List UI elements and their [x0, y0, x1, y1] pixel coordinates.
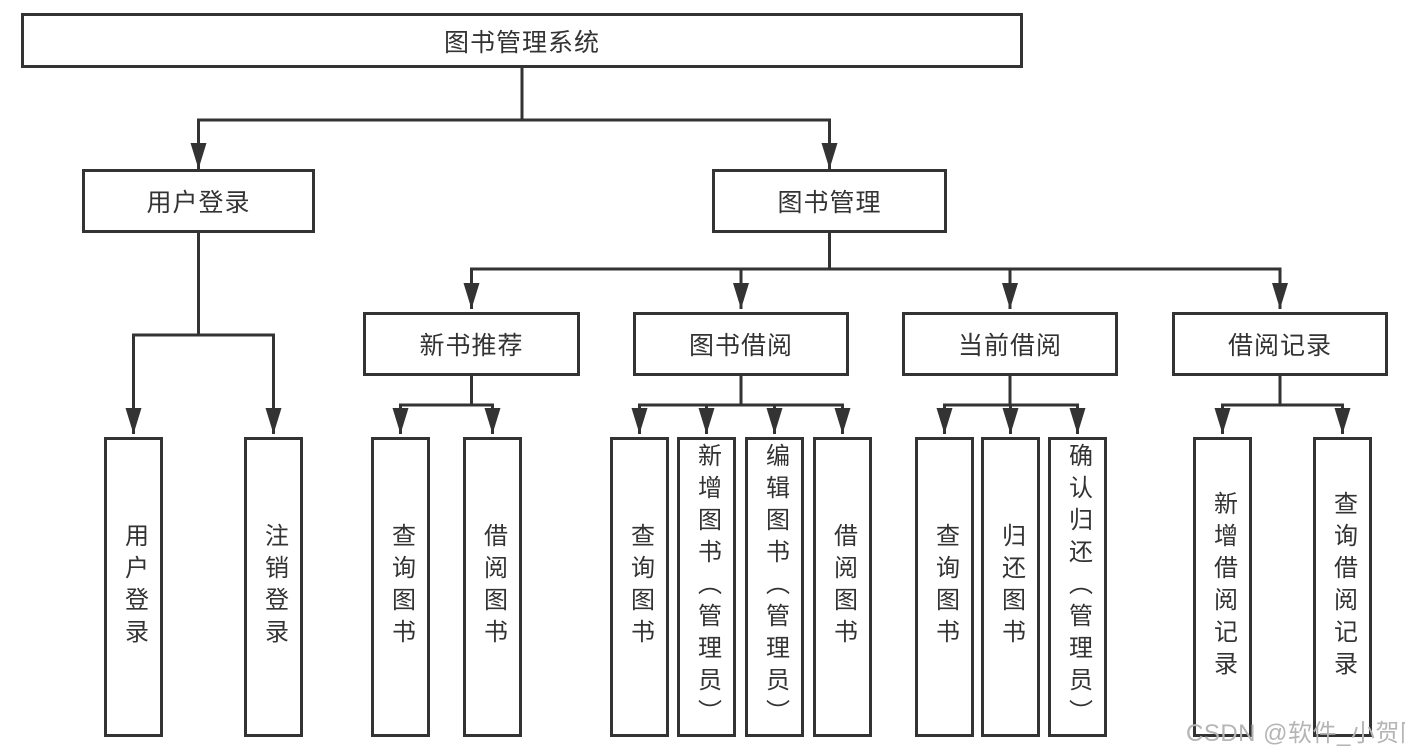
node-new-book-recommendation: 新书推荐: [363, 312, 580, 376]
node-label: 当前借阅: [957, 332, 1062, 360]
leaf-borrow-book: 借阅图书: [813, 437, 872, 737]
node-book-borrowing: 图书借阅: [633, 312, 849, 376]
node-label: 注销登录: [260, 523, 288, 651]
leaf-confirm-return-admin: 确认归还（管理员）: [1048, 437, 1107, 737]
leaf-add-borrow-record: 新增借阅记录: [1193, 437, 1252, 737]
node-label: 借阅图书: [479, 523, 507, 651]
branch-arrows: [125, 120, 1351, 434]
node-label: 确认归还（管理员）: [1064, 443, 1092, 731]
node-book-management: 图书管理: [712, 169, 947, 233]
leaf-user-login: 用户登录: [104, 437, 163, 737]
node-label: 查询图书: [626, 523, 654, 651]
node-label: 查询图书: [387, 523, 415, 651]
leaf-add-book-admin: 新增图书（管理员）: [677, 437, 736, 737]
node-label: 新增借阅记录: [1209, 491, 1237, 683]
leaf-query-books-current: 查询图书: [915, 437, 974, 737]
node-current-borrowing: 当前借阅: [902, 312, 1118, 376]
branch-trunks: [132, 66, 1344, 407]
node-label: 图书管理: [777, 189, 882, 217]
node-label: 用户登录: [120, 523, 148, 651]
node-user-login: 用户登录: [82, 169, 315, 233]
node-label: 图书借阅: [688, 332, 793, 360]
node-label: 归还图书: [997, 523, 1025, 651]
leaf-query-books-borrow: 查询图书: [610, 437, 669, 737]
leaf-borrow-book-recommend: 借阅图书: [463, 437, 522, 737]
node-label: 借阅记录: [1227, 332, 1332, 360]
node-label: 新增图书（管理员）: [693, 443, 721, 731]
node-library-system: 图书管理系统: [21, 13, 1023, 68]
node-borrowing-records: 借阅记录: [1172, 312, 1388, 376]
node-label: 借阅图书: [829, 523, 857, 651]
node-label: 编辑图书（管理员）: [761, 443, 789, 731]
node-label: 新书推荐: [419, 332, 524, 360]
node-label: 查询图书: [931, 523, 959, 651]
leaf-return-book: 归还图书: [981, 437, 1040, 737]
leaf-logout: 注销登录: [244, 437, 303, 737]
leaf-query-borrow-record: 查询借阅记录: [1313, 437, 1372, 737]
node-label: 图书管理系统: [443, 28, 600, 57]
leaf-query-books-recommend: 查询图书: [371, 437, 430, 737]
leaf-edit-book-admin: 编辑图书（管理员）: [745, 437, 804, 737]
watermark: CSDN @软件_小贺同学: [1186, 720, 1405, 747]
node-label: 用户登录: [146, 189, 251, 217]
node-label: 查询借阅记录: [1329, 491, 1357, 683]
